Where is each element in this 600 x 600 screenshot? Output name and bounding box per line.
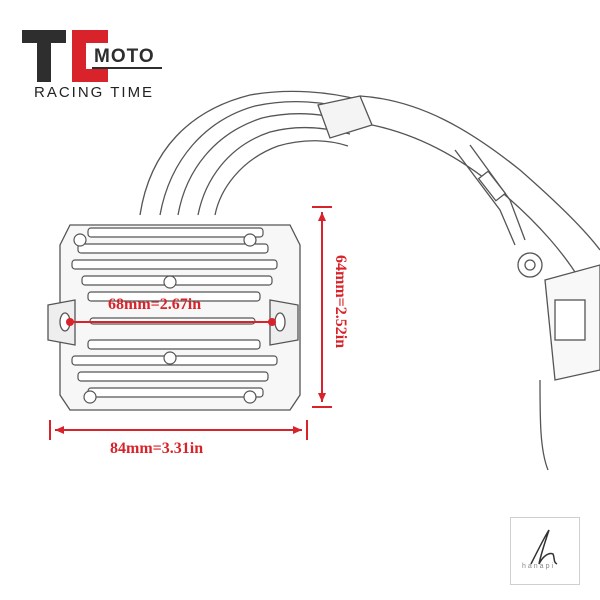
svg-text:MOTO: MOTO bbox=[94, 46, 155, 67]
width-label: 84mm=3.31in bbox=[110, 440, 204, 457]
watermark-text: hanapi bbox=[522, 563, 556, 570]
logo-tagline: RACING TIME bbox=[34, 84, 155, 101]
hole-span-label: 68mm=2.67in bbox=[108, 296, 202, 313]
height-label: 64mm=2.52in bbox=[332, 255, 349, 349]
watermark-box bbox=[510, 517, 580, 585]
signature-mark-icon bbox=[530, 529, 558, 565]
tc-moto-logo: MOTO bbox=[22, 30, 164, 82]
